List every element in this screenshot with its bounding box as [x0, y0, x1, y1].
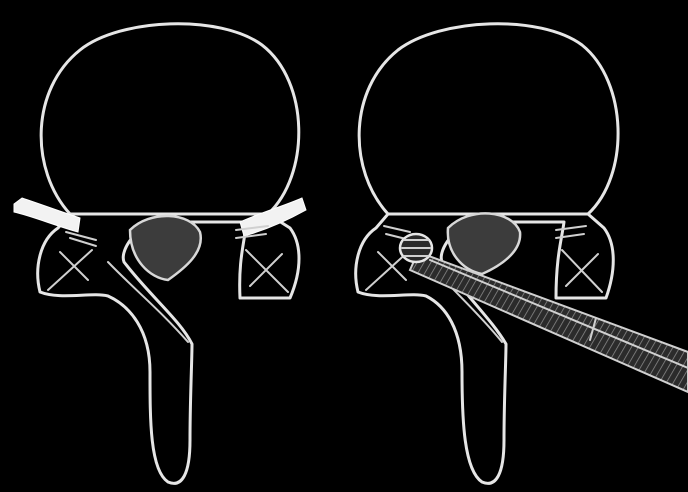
right-facet-left — [246, 250, 288, 292]
endoscope-shaft-edge — [430, 260, 688, 368]
left-vertebra — [14, 24, 306, 484]
left-nerve-root-band-right — [240, 198, 306, 236]
right-vertebral-body — [359, 24, 618, 214]
right-facet-right — [562, 250, 602, 292]
endoscope-instrument — [400, 234, 688, 392]
right-spinal-canal — [448, 213, 520, 274]
left-nerve-root-band-left — [14, 198, 80, 232]
left-spinal-canal — [130, 216, 201, 280]
left-vertebral-body — [41, 24, 299, 214]
left-facet-left — [48, 250, 92, 290]
left-foramen-lines-left — [66, 232, 96, 246]
right-vertebra — [356, 24, 688, 484]
